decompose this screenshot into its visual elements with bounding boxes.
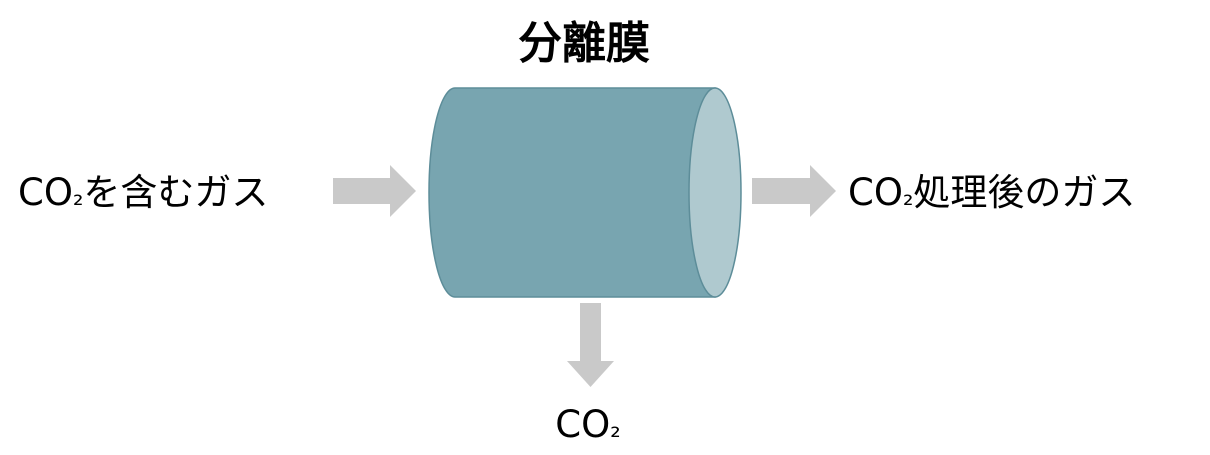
permeate-co2-label-prefix: CO xyxy=(555,403,610,446)
permeate-co2-label-subscript: ₂ xyxy=(610,414,620,444)
output-gas-label: CO₂処理後のガス xyxy=(848,171,1135,214)
membrane-cylinder-body xyxy=(428,87,716,298)
input-gas-label-prefix: CO xyxy=(18,171,73,214)
output-arrow xyxy=(752,165,836,217)
output-gas-label-prefix: CO xyxy=(848,171,903,214)
input-gas-label-suffix: を含むガス xyxy=(83,171,268,214)
input-gas-label: CO₂を含むガス xyxy=(18,171,268,214)
diagram-title: 分離膜 xyxy=(518,18,650,69)
output-gas-label-suffix: 処理後のガス xyxy=(913,171,1135,214)
permeate-arrow xyxy=(567,303,614,387)
membrane-cylinder-end xyxy=(688,87,742,298)
membrane-cylinder xyxy=(428,87,742,298)
permeate-co2-label: CO₂ xyxy=(555,403,620,446)
input-arrow xyxy=(333,165,416,217)
output-gas-label-subscript: ₂ xyxy=(903,182,913,212)
input-gas-label-subscript: ₂ xyxy=(73,182,83,212)
